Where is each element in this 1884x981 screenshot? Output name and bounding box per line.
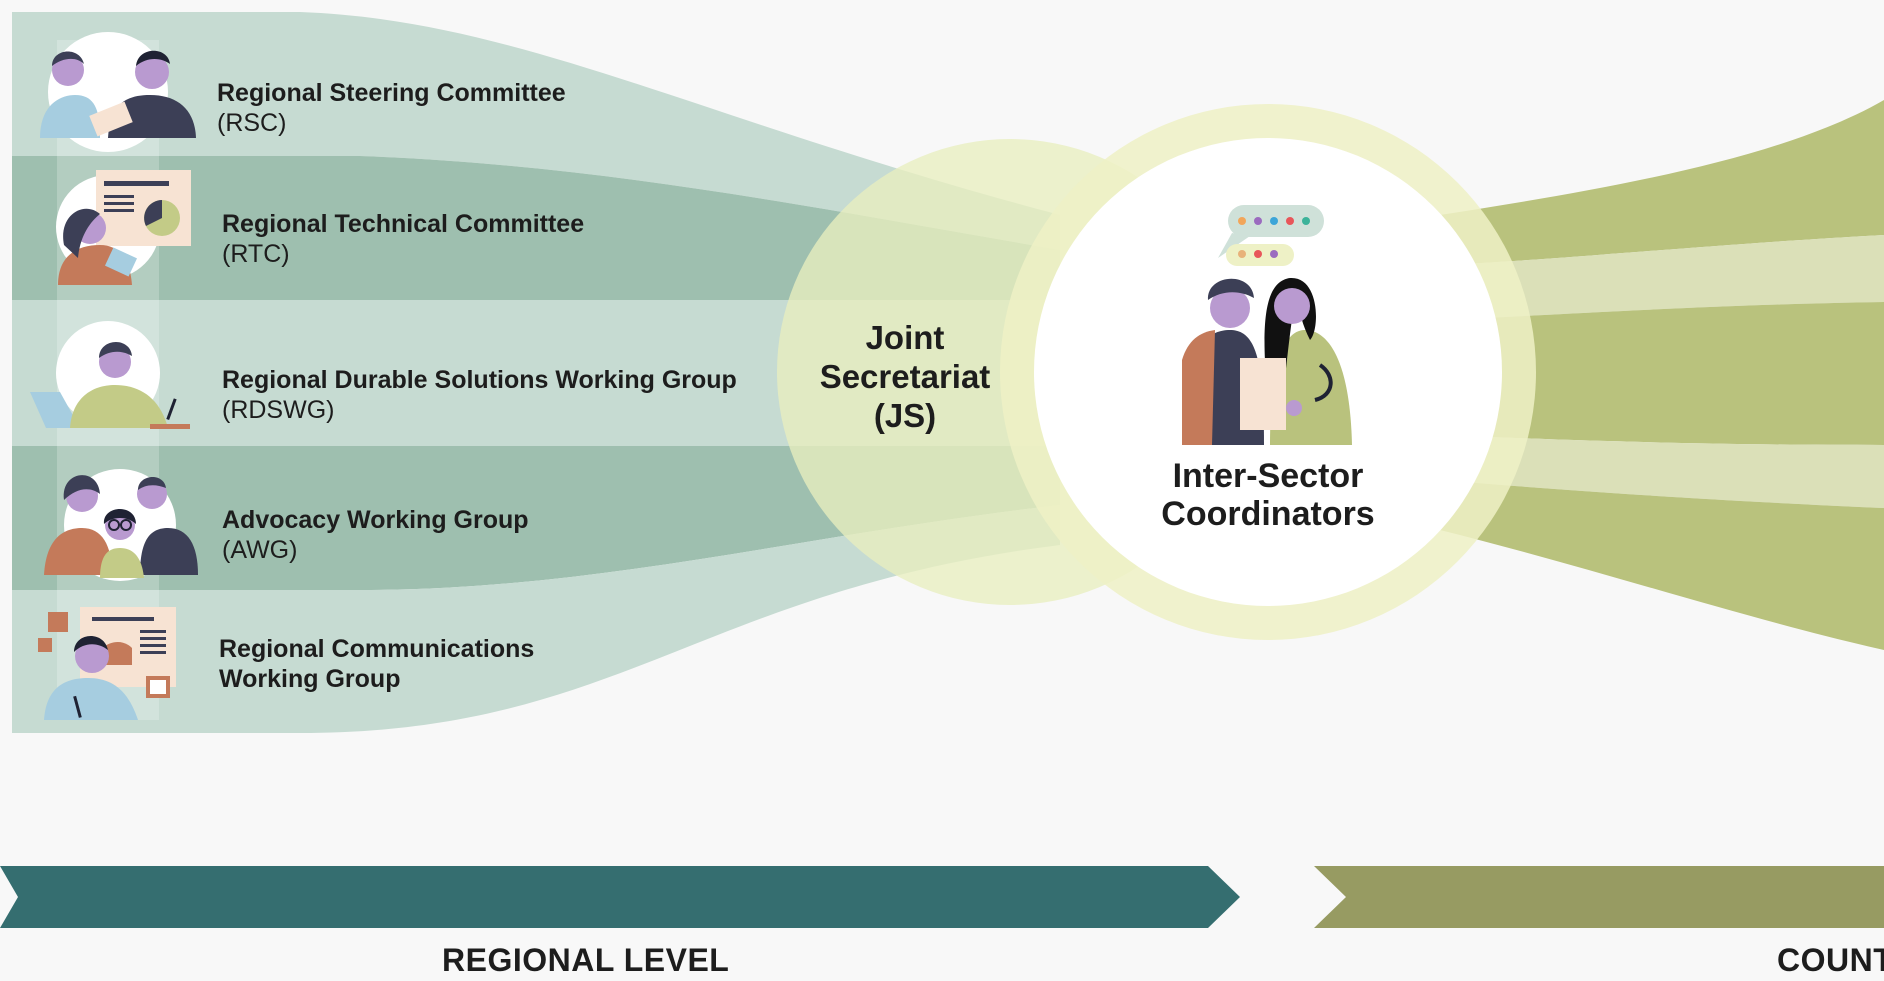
country-level-arrow[interactable] bbox=[1314, 866, 1884, 928]
band-rsc bbox=[12, 12, 1060, 250]
group-label-rsc: Regional Steering Committee (RSC) bbox=[217, 78, 566, 138]
olive-band-4 bbox=[1440, 435, 1884, 508]
band-rtc bbox=[12, 156, 1060, 300]
group-abbr: (RTC) bbox=[222, 240, 290, 268]
rcwg-presentation-icon bbox=[38, 607, 176, 720]
group-abbr: (AWG) bbox=[222, 536, 298, 564]
band-rcwg bbox=[12, 505, 1060, 733]
country-level-label: COUNT bbox=[1777, 942, 1884, 978]
js-line-1: Joint bbox=[865, 319, 945, 356]
joint-secretariat-title: Joint Secretariat (JS) bbox=[795, 318, 1015, 435]
regional-level-label: REGIONAL LEVEL bbox=[442, 942, 730, 978]
group-label-rcwg: Regional Communications Working Group bbox=[219, 634, 534, 694]
coordinators-title: Inter-Sector Coordinators bbox=[1128, 457, 1408, 533]
group-name: Advocacy Working Group bbox=[222, 506, 529, 534]
awg-group-icon bbox=[44, 469, 198, 581]
coordinators-icon bbox=[1182, 205, 1352, 445]
rdswg-laptop-icon bbox=[30, 321, 190, 429]
group-name: Regional Communications bbox=[219, 635, 535, 663]
regional-level-arrow[interactable] bbox=[0, 866, 1240, 928]
group-label-rdswg: Regional Durable Solutions Working Group… bbox=[222, 365, 737, 425]
rtc-chart-icon bbox=[56, 170, 191, 285]
group-abbr: (RSC) bbox=[217, 109, 287, 137]
olive-band-1 bbox=[1440, 100, 1884, 265]
group-name: Regional Durable Solutions Working Group bbox=[222, 366, 737, 394]
coordinators-line-1: Inter-Sector bbox=[1172, 457, 1364, 495]
olive-band-5 bbox=[1440, 480, 1884, 650]
coordinators-line-2: Coordinators bbox=[1161, 495, 1375, 533]
group-name: Regional Steering Committee bbox=[217, 79, 566, 107]
js-line-2: Secretariat bbox=[819, 358, 991, 395]
olive-band-3 bbox=[1440, 302, 1884, 445]
band-awg bbox=[12, 446, 1060, 590]
group-abbr: (RDSWG) bbox=[222, 396, 335, 424]
group-label-awg: Advocacy Working Group (AWG) bbox=[222, 505, 529, 565]
js-line-3: (JS) bbox=[873, 397, 937, 434]
group-name: Regional Technical Committee bbox=[222, 210, 585, 238]
rsc-people-icon bbox=[40, 32, 196, 152]
group-name-line2: Working Group bbox=[219, 665, 401, 693]
group-label-rtc: Regional Technical Committee (RTC) bbox=[222, 209, 584, 269]
olive-band-2 bbox=[1440, 235, 1884, 320]
country-bands bbox=[1440, 100, 1884, 650]
